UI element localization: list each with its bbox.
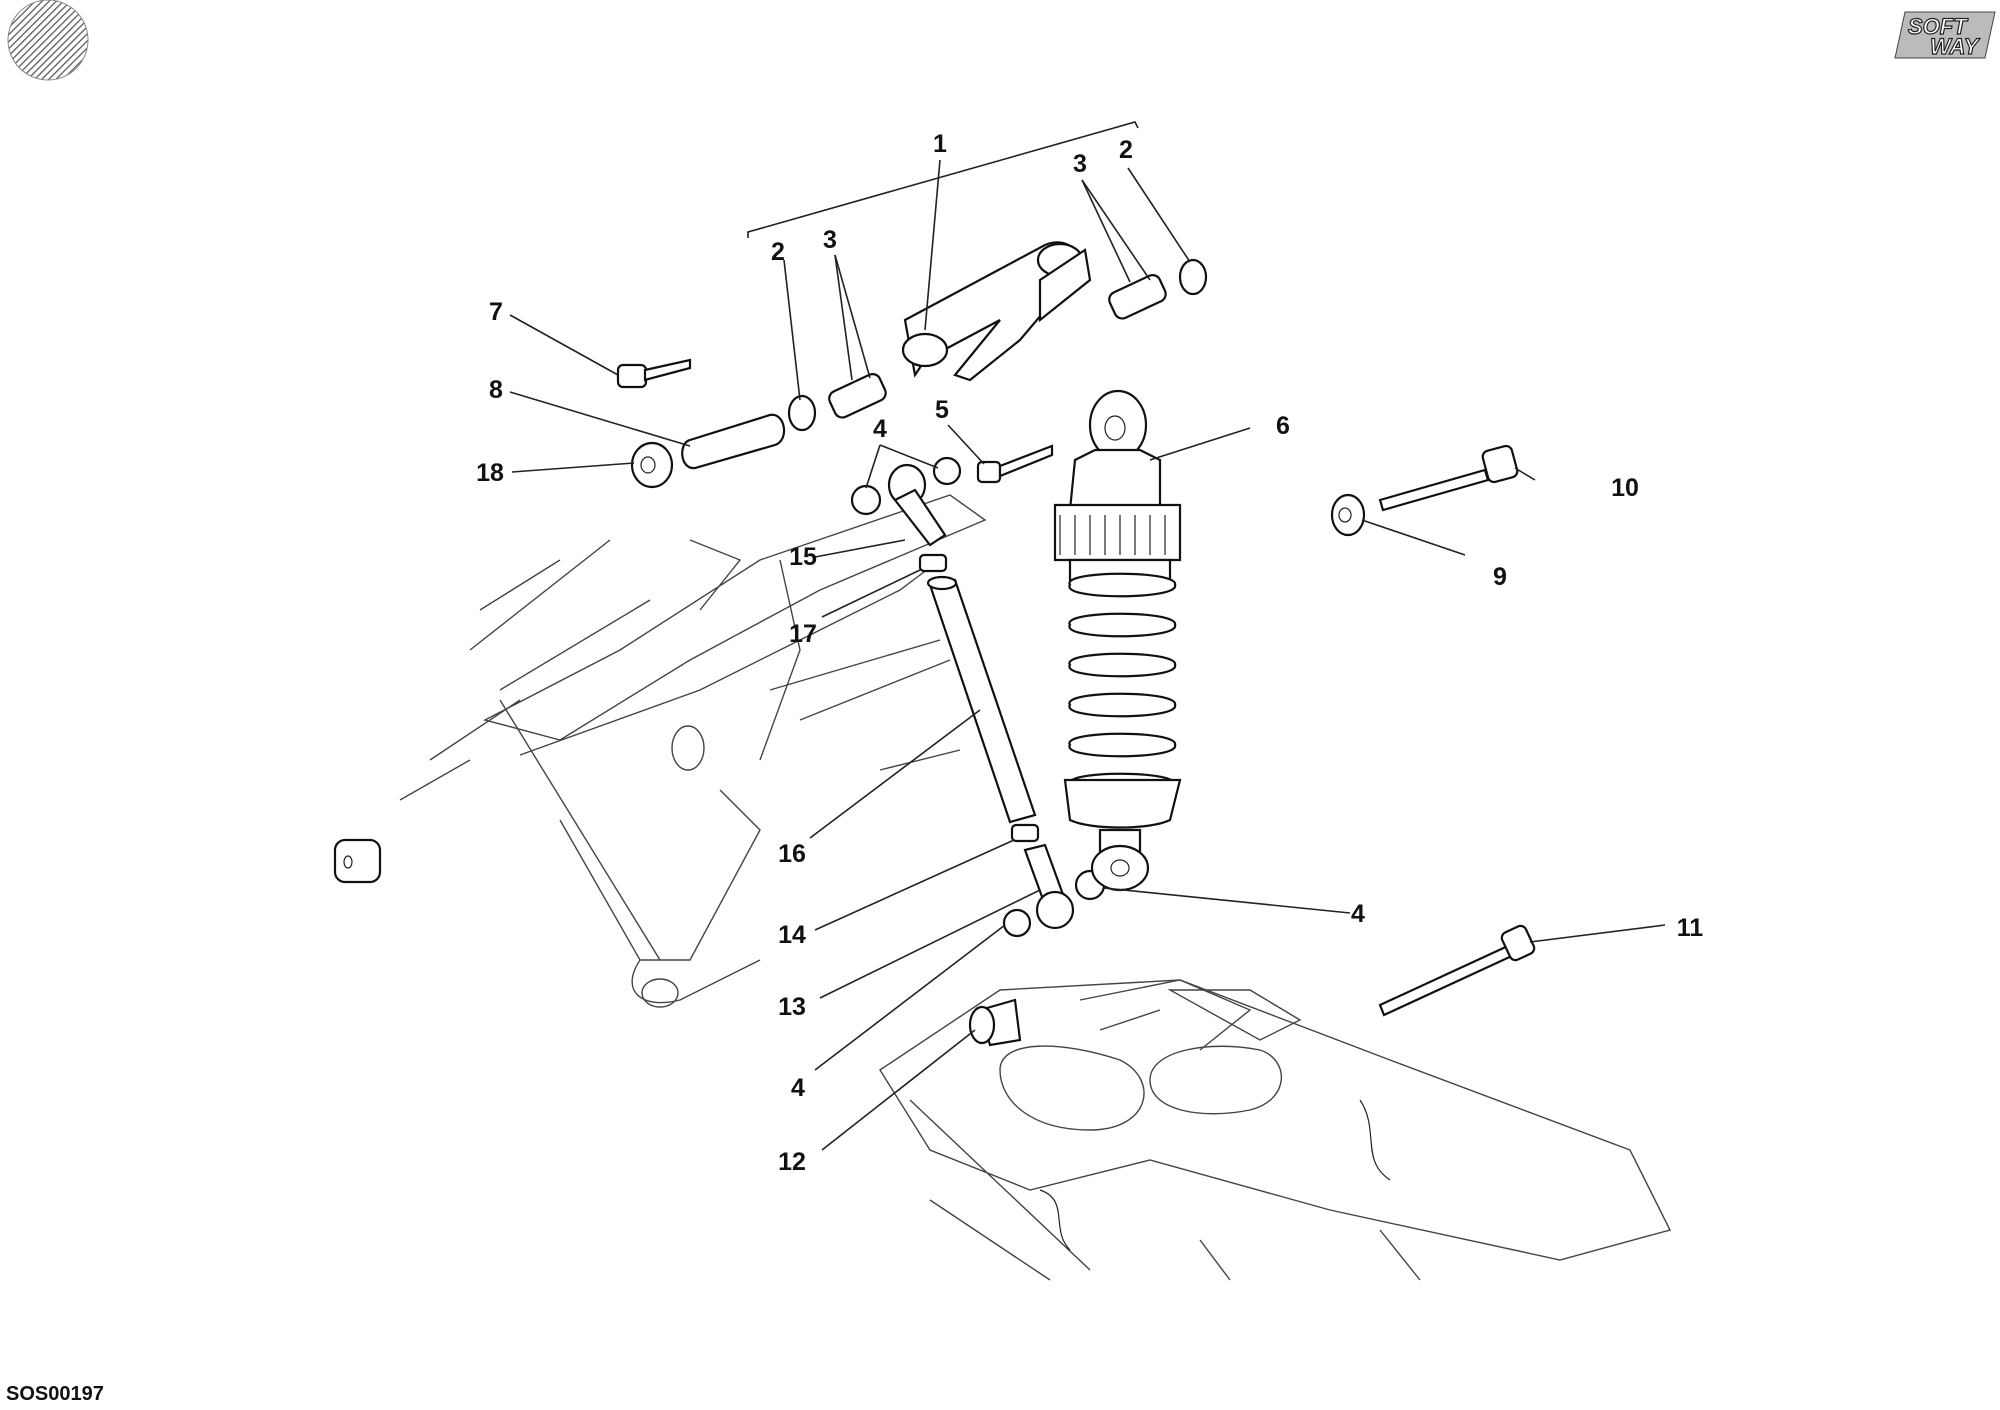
callout-10: 10 [1611,474,1639,502]
logo-line-2: WAY [1930,34,1981,59]
callout-9: 9 [1493,563,1507,591]
callout-7: 7 [489,298,503,326]
callout-17: 17 [789,620,817,648]
bolt-5 [976,444,1054,484]
callout-16: 16 [778,840,806,868]
drawing-reference-code: SOS00197 [6,1383,104,1405]
rod-end-15 [887,463,947,547]
rod-end-13 [1023,843,1075,930]
callout-5: 5 [935,396,949,424]
washer-18 [630,441,674,489]
callout-6: 6 [1276,412,1290,440]
bump-stop [333,838,382,884]
bolt-10 [1378,444,1519,512]
frame-ghost-outline [399,494,1672,1281]
sleeve-8 [681,413,786,470]
rocker-link [901,241,1092,382]
callout-14: 14 [778,921,806,949]
washer-9 [1330,493,1366,537]
callout-3-right: 3 [1073,150,1087,178]
callout-2-right: 2 [1119,136,1133,164]
callout-2-left: 2 [771,238,785,266]
callout-11: 11 [1677,914,1704,942]
callout-13: 13 [778,993,806,1021]
bushing-12 [968,998,1022,1047]
locknut-14 [1010,823,1040,843]
callout-15: 15 [789,543,817,571]
seal-right [1178,258,1208,296]
bolt-11 [1378,924,1536,1017]
shock-absorber-6 [1053,389,1182,892]
nut-4-left [850,484,882,516]
callout-4-upper: 4 [873,415,887,443]
locknut-17 [918,553,948,573]
callout-3-left: 3 [823,226,837,254]
needle-bearing-set-left [828,373,887,419]
bracket-1 [747,121,1139,238]
callout-8: 8 [489,376,503,404]
callout-12: 12 [778,1148,806,1176]
callout-4-lower: 4 [791,1074,805,1102]
logo-line-1: SOFT [1908,14,1968,39]
adjuster-rod-16 [926,575,1037,824]
leader-lines [509,159,1666,1151]
softway-logo: SOFT WAY [1894,11,1996,60]
callout-18: 18 [476,459,504,487]
callout-1: 1 [933,130,947,158]
nut-4-lower [1002,908,1032,938]
bolt-7 [616,358,692,389]
callout-labels: 1 2 2 3 3 4 4 4 5 6 7 8 9 10 11 12 13 14… [476,130,1703,1176]
nut-4-upper [932,456,962,486]
needle-bearing-set-right [1108,274,1167,320]
seal-left [787,394,817,432]
callout-4-shock: 4 [1351,900,1365,928]
hatched-badge-icon [7,0,89,81]
